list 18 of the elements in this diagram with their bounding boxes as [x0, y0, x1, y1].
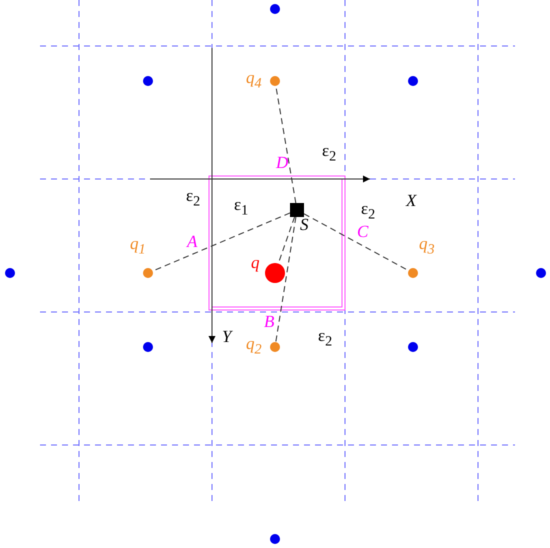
axis-label: X	[406, 192, 416, 209]
charge-label: q$_{2}$	[246, 335, 262, 357]
axis-label: Y	[222, 328, 232, 345]
permittivity-label: ε$_{2}$	[361, 200, 376, 222]
intersection-label: B	[264, 313, 274, 330]
intersection-label: C	[357, 223, 368, 240]
dashed-line	[275, 216, 296, 343]
charge-label: q$_{3}$	[419, 235, 435, 257]
permittivity-label: ε$_{1}$	[234, 196, 248, 218]
intersection-label: A	[187, 233, 198, 250]
permittivity-label: ε$_{2}$	[322, 142, 336, 164]
permittivity-label: ε$_{2}$	[186, 187, 200, 209]
charge-label: q$_{4}$	[246, 69, 262, 91]
charge-label: q	[251, 254, 260, 271]
charge-label: q$_{1}$	[130, 235, 146, 257]
point-label: S	[300, 216, 308, 233]
intersection-label: D	[276, 154, 288, 171]
permittivity-label: ε$_{2}$	[318, 327, 332, 349]
